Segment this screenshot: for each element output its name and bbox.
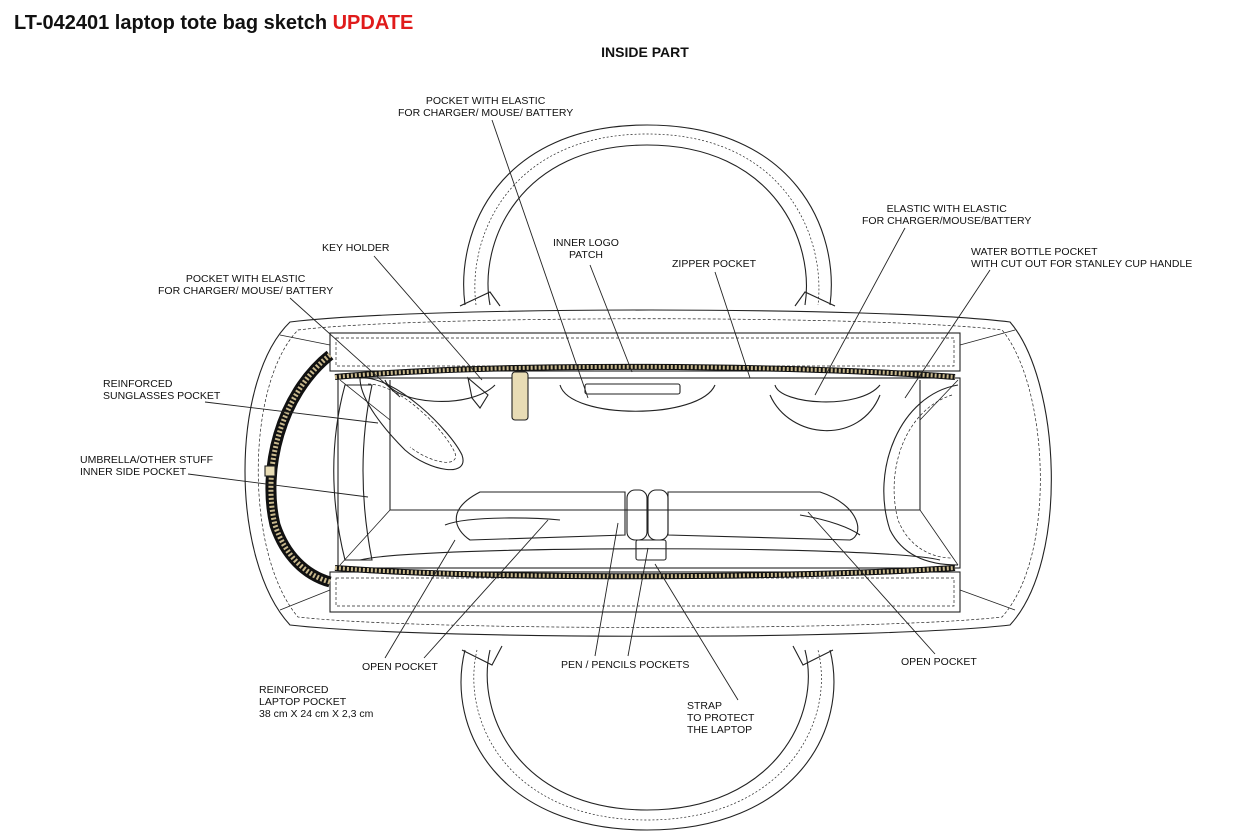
label-key-holder: KEY HOLDER bbox=[322, 242, 390, 254]
label-elastic-with-elastic: ELASTIC WITH ELASTIC FOR CHARGER/MOUSE/B… bbox=[862, 203, 1032, 227]
bag-body bbox=[244, 309, 1052, 637]
label-open-pocket-right: OPEN POCKET bbox=[901, 656, 977, 668]
label-reinforced-sunglasses: REINFORCED SUNGLASSES POCKET bbox=[103, 378, 221, 402]
key-holder-icon bbox=[467, 371, 529, 421]
section-subtitle: INSIDE PART bbox=[601, 44, 689, 60]
label-umbrella-pocket: UMBRELLA/OTHER STUFF INNER SIDE POCKET bbox=[80, 454, 214, 478]
label-water-bottle-pocket: WATER BOTTLE POCKET WITH CUT OUT FOR STA… bbox=[971, 246, 1193, 270]
update-tag: UPDATE bbox=[332, 12, 414, 34]
title-text: LT-042401 laptop tote bag sketch bbox=[14, 12, 328, 34]
label-pocket-elastic-left: POCKET WITH ELASTIC FOR CHARGER/ MOUSE/ … bbox=[158, 273, 334, 297]
bottom-handle bbox=[460, 645, 835, 831]
sunglasses-pocket bbox=[359, 377, 464, 471]
label-pen-pencils: PEN / PENCILS POCKETS bbox=[561, 659, 690, 671]
label-strap: STRAP TO PROTECT THE LAPTOP bbox=[687, 700, 755, 736]
label-zipper-pocket: ZIPPER POCKET bbox=[672, 258, 757, 270]
laptop-pockets bbox=[359, 489, 941, 561]
top-handle bbox=[459, 124, 836, 307]
label-reinforced-laptop: REINFORCED LAPTOP POCKET 38 cm X 24 cm X… bbox=[259, 684, 374, 720]
label-inner-logo-patch: INNER LOGO PATCH bbox=[553, 237, 619, 261]
leader-lines bbox=[187, 119, 991, 701]
label-open-pocket-left: OPEN POCKET bbox=[362, 661, 438, 673]
label-pocket-elastic-top: POCKET WITH ELASTIC FOR CHARGER/ MOUSE/ … bbox=[398, 95, 574, 119]
page-title: LT-042401 laptop tote bag sketch UPDATE bbox=[14, 12, 413, 35]
